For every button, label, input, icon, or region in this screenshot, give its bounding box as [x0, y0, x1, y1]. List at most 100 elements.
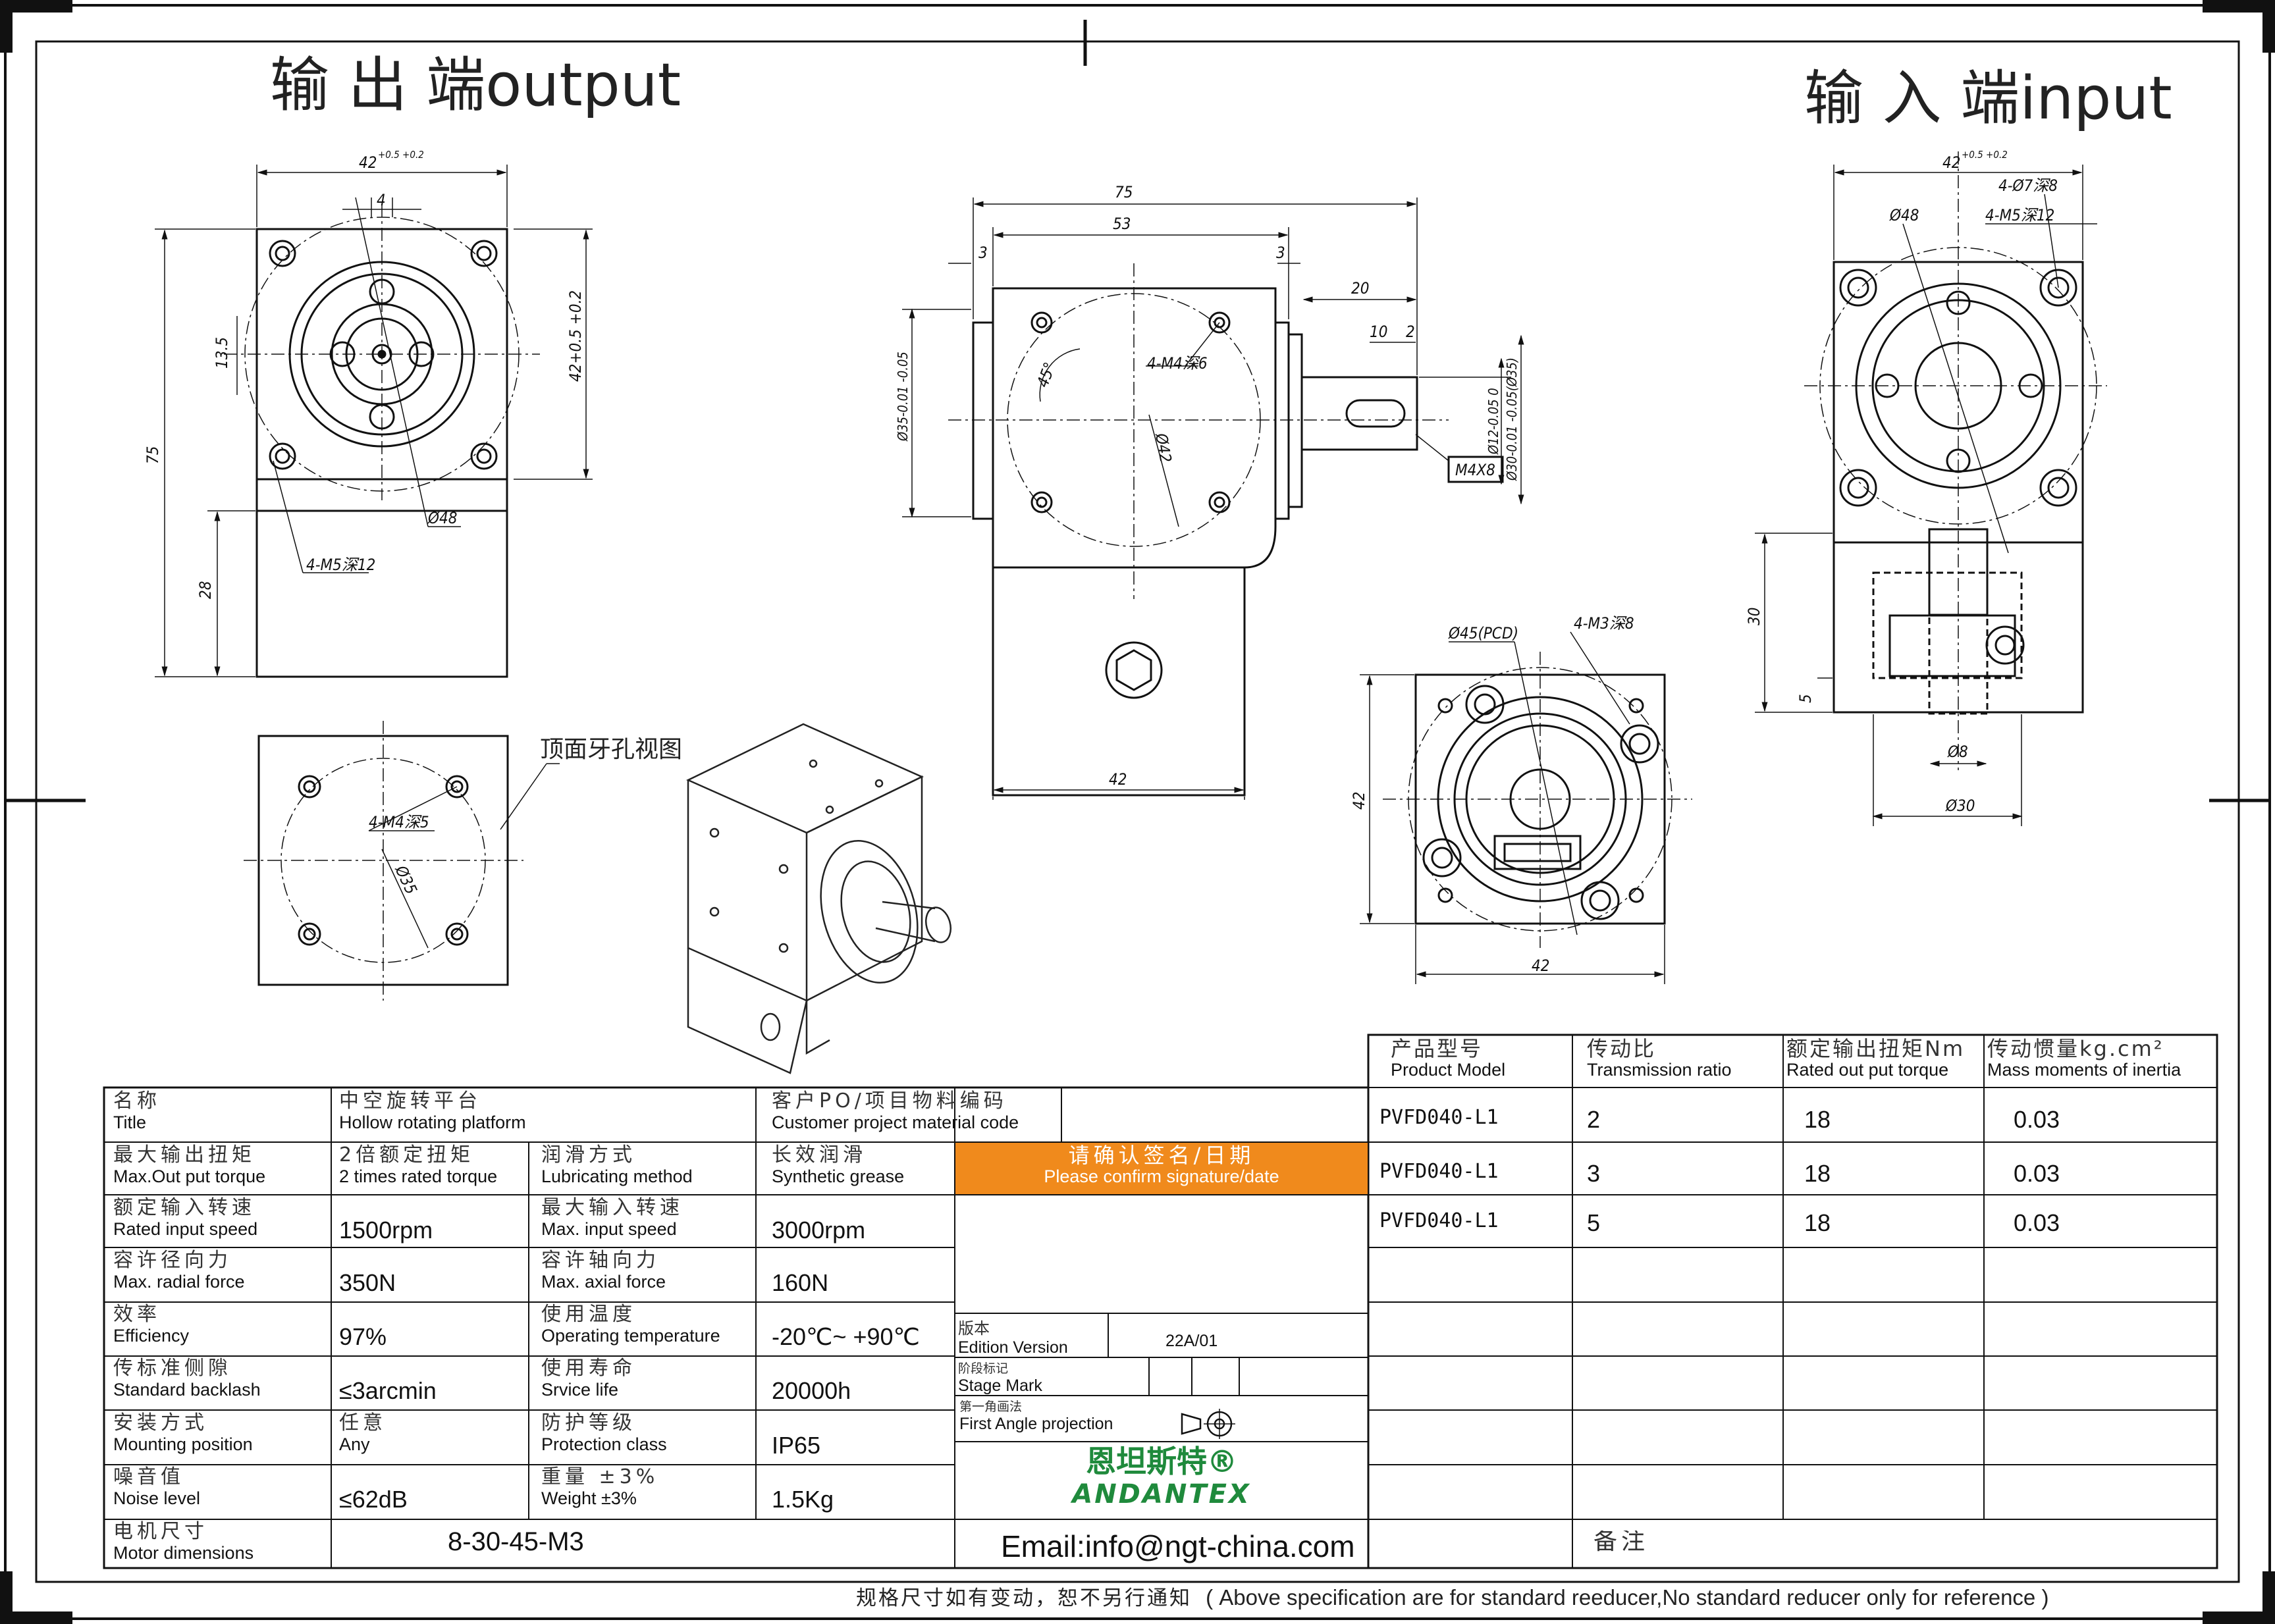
spec-label-zh: 最大输出扭矩 — [113, 1144, 255, 1166]
model-table-cell: 0.03 — [2014, 1209, 2060, 1236]
model-table-cell: 3 — [1587, 1160, 1601, 1187]
model-table-cell: PVFD040-L1 — [1379, 1209, 1499, 1232]
dim-out-13-5: 13.5 — [213, 337, 231, 369]
spec-label-zh: 额定输入转速 — [113, 1197, 255, 1219]
customer-label-zh: 客户PO/项目物料编码 — [772, 1090, 1007, 1113]
dim-in-30: 30 — [1745, 608, 1763, 625]
title-value-cell: 中空旋转平台 Hollow rotating platform — [339, 1090, 754, 1141]
spec-label-en: Max.Out put torque — [113, 1166, 266, 1186]
spec-label-2-en: Srvice life — [541, 1380, 619, 1400]
title-value-en: Hollow rotating platform — [339, 1113, 526, 1132]
motor-label-zh: 电机尺寸 — [113, 1521, 208, 1543]
edition-cell: 版本 Edition Version — [958, 1315, 1108, 1356]
dim-out-width: 42 — [359, 153, 377, 172]
spec-label-2-zh: 使用温度 — [541, 1303, 636, 1326]
dim-mid-3a: 3 — [978, 244, 988, 262]
spec-value-2: IP65 — [772, 1412, 953, 1463]
model-header-zh: 传动比 — [1587, 1037, 1657, 1061]
model-table-cell: 5 — [1587, 1209, 1601, 1236]
spec-label-2-zh: 重量 ±3% — [541, 1466, 659, 1488]
spec-value-value: ≤3arcmin — [339, 1377, 437, 1404]
dim-mid-phi30: Ø30-0.01 -0.05(Ø35) — [1504, 357, 1520, 481]
top-face-view — [244, 721, 560, 1001]
dim-mid-75: 75 — [1115, 183, 1133, 201]
dim-flange-42h: 42 — [1532, 956, 1549, 975]
model-header-en: Product Model — [1391, 1060, 1506, 1080]
dim-mid-45: 45° — [1033, 360, 1059, 390]
customer-label-en: Customer project material code — [772, 1113, 1019, 1132]
confirm-cell: 请确认签名/日期 Please confirm signature/date — [955, 1144, 1368, 1194]
dim-mid-10: 10 — [1370, 323, 1387, 341]
model-table-cell: 0.03 — [2014, 1160, 2060, 1187]
projection-zh: 第一角画法 — [959, 1400, 1023, 1414]
dim-mid-20: 20 — [1351, 279, 1369, 298]
title-label-en: Title — [113, 1113, 147, 1132]
spec-value-zh: 任意 — [339, 1412, 387, 1434]
spec-label-2-en: Lubricating method — [541, 1166, 693, 1186]
dim-in-phi30: Ø30 — [1945, 797, 1975, 815]
dim-mid-phi42: Ø42 — [1152, 431, 1175, 464]
spec-label-zh: 效率 — [113, 1303, 161, 1326]
spec-value-zh: 2倍额定扭矩 — [339, 1144, 475, 1166]
andantex-logo-en: ANDANTEX — [1072, 1479, 1251, 1509]
spec-label-en: Standard backlash — [113, 1380, 261, 1400]
model-table-cell: 0.03 — [2014, 1106, 2060, 1133]
motor-label-cell: 电机尺寸 Motor dimensions — [113, 1521, 331, 1568]
spec-label-2-en: Operating temperature — [541, 1326, 720, 1346]
dim-flange-pcd: Ø45(PCD) — [1448, 624, 1518, 642]
dim-in-holes-a: 4-Ø7深8 — [1998, 176, 2058, 195]
model-header-en: Rated out put torque — [1786, 1060, 1949, 1080]
spec-value-value: 97% — [339, 1323, 387, 1350]
model-table-cell: PVFD040-L1 — [1379, 1106, 1499, 1129]
dim-mid-m4x8: M4X8 — [1455, 461, 1495, 479]
andantex-logo-zh: 恩坦斯特® — [1086, 1444, 1237, 1479]
spec-value: 350N — [339, 1249, 529, 1301]
model-table-cell: 18 — [1804, 1106, 1831, 1133]
spec-value-2-value: 160N — [772, 1269, 829, 1296]
spec-value-2: 3000rpm — [772, 1197, 953, 1248]
spec-value-value: ≤62dB — [339, 1486, 408, 1513]
spec-label-en: Max. radial force — [113, 1272, 245, 1292]
dim-mid-phi12: Ø12-0.05 0 — [1485, 388, 1501, 455]
model-table-cell: PVFD040-L1 — [1379, 1160, 1499, 1183]
spec-value-2-en: Synthetic grease — [772, 1166, 905, 1186]
spec-value-2: 160N — [772, 1249, 953, 1301]
dim-out-phi48: Ø48 — [427, 509, 457, 527]
dim-out-75: 75 — [144, 446, 162, 464]
model-table-cell: 2 — [1587, 1106, 1601, 1133]
dim-in-phi8: Ø8 — [1947, 743, 1968, 761]
spec-value: 97% — [339, 1303, 529, 1355]
input-view — [1755, 151, 2107, 826]
spec-value-2: 1.5Kg — [772, 1466, 953, 1517]
dim-in-5: 5 — [1796, 694, 1815, 703]
title-label-zh: 名称 — [113, 1090, 161, 1113]
spec-value-en: 2 times rated torque — [339, 1166, 498, 1186]
spec-value-2-value: -20℃~ +90℃ — [772, 1323, 920, 1350]
dim-top-holes: 4-M4深5 — [369, 813, 429, 831]
spec-label-2-zh: 使用寿命 — [541, 1357, 636, 1380]
model-table-cell: 18 — [1804, 1160, 1831, 1187]
spec-value-2-value: 20000h — [772, 1377, 851, 1404]
spec-label-2-en: Protection class — [541, 1434, 667, 1454]
footer-note-en: ( Above specification are for standard r… — [1206, 1585, 2049, 1610]
email-text: Email:info@ngt-china.com — [1001, 1529, 1355, 1563]
spec-label-2-en: Max. input speed — [541, 1219, 677, 1239]
isometric-view — [686, 723, 951, 1074]
dim-mid-53: 53 — [1113, 215, 1131, 233]
dim-out-28: 28 — [196, 581, 215, 599]
dim-out-width-tol: +0.5 +0.2 — [378, 149, 424, 161]
dim-mid-phi35: Ø35-0.01 -0.05 — [895, 352, 911, 442]
spec-label-en: Rated input speed — [113, 1219, 258, 1239]
table-grid — [103, 1034, 2218, 1569]
confirm-en: Please confirm signature/date — [1044, 1166, 1279, 1186]
